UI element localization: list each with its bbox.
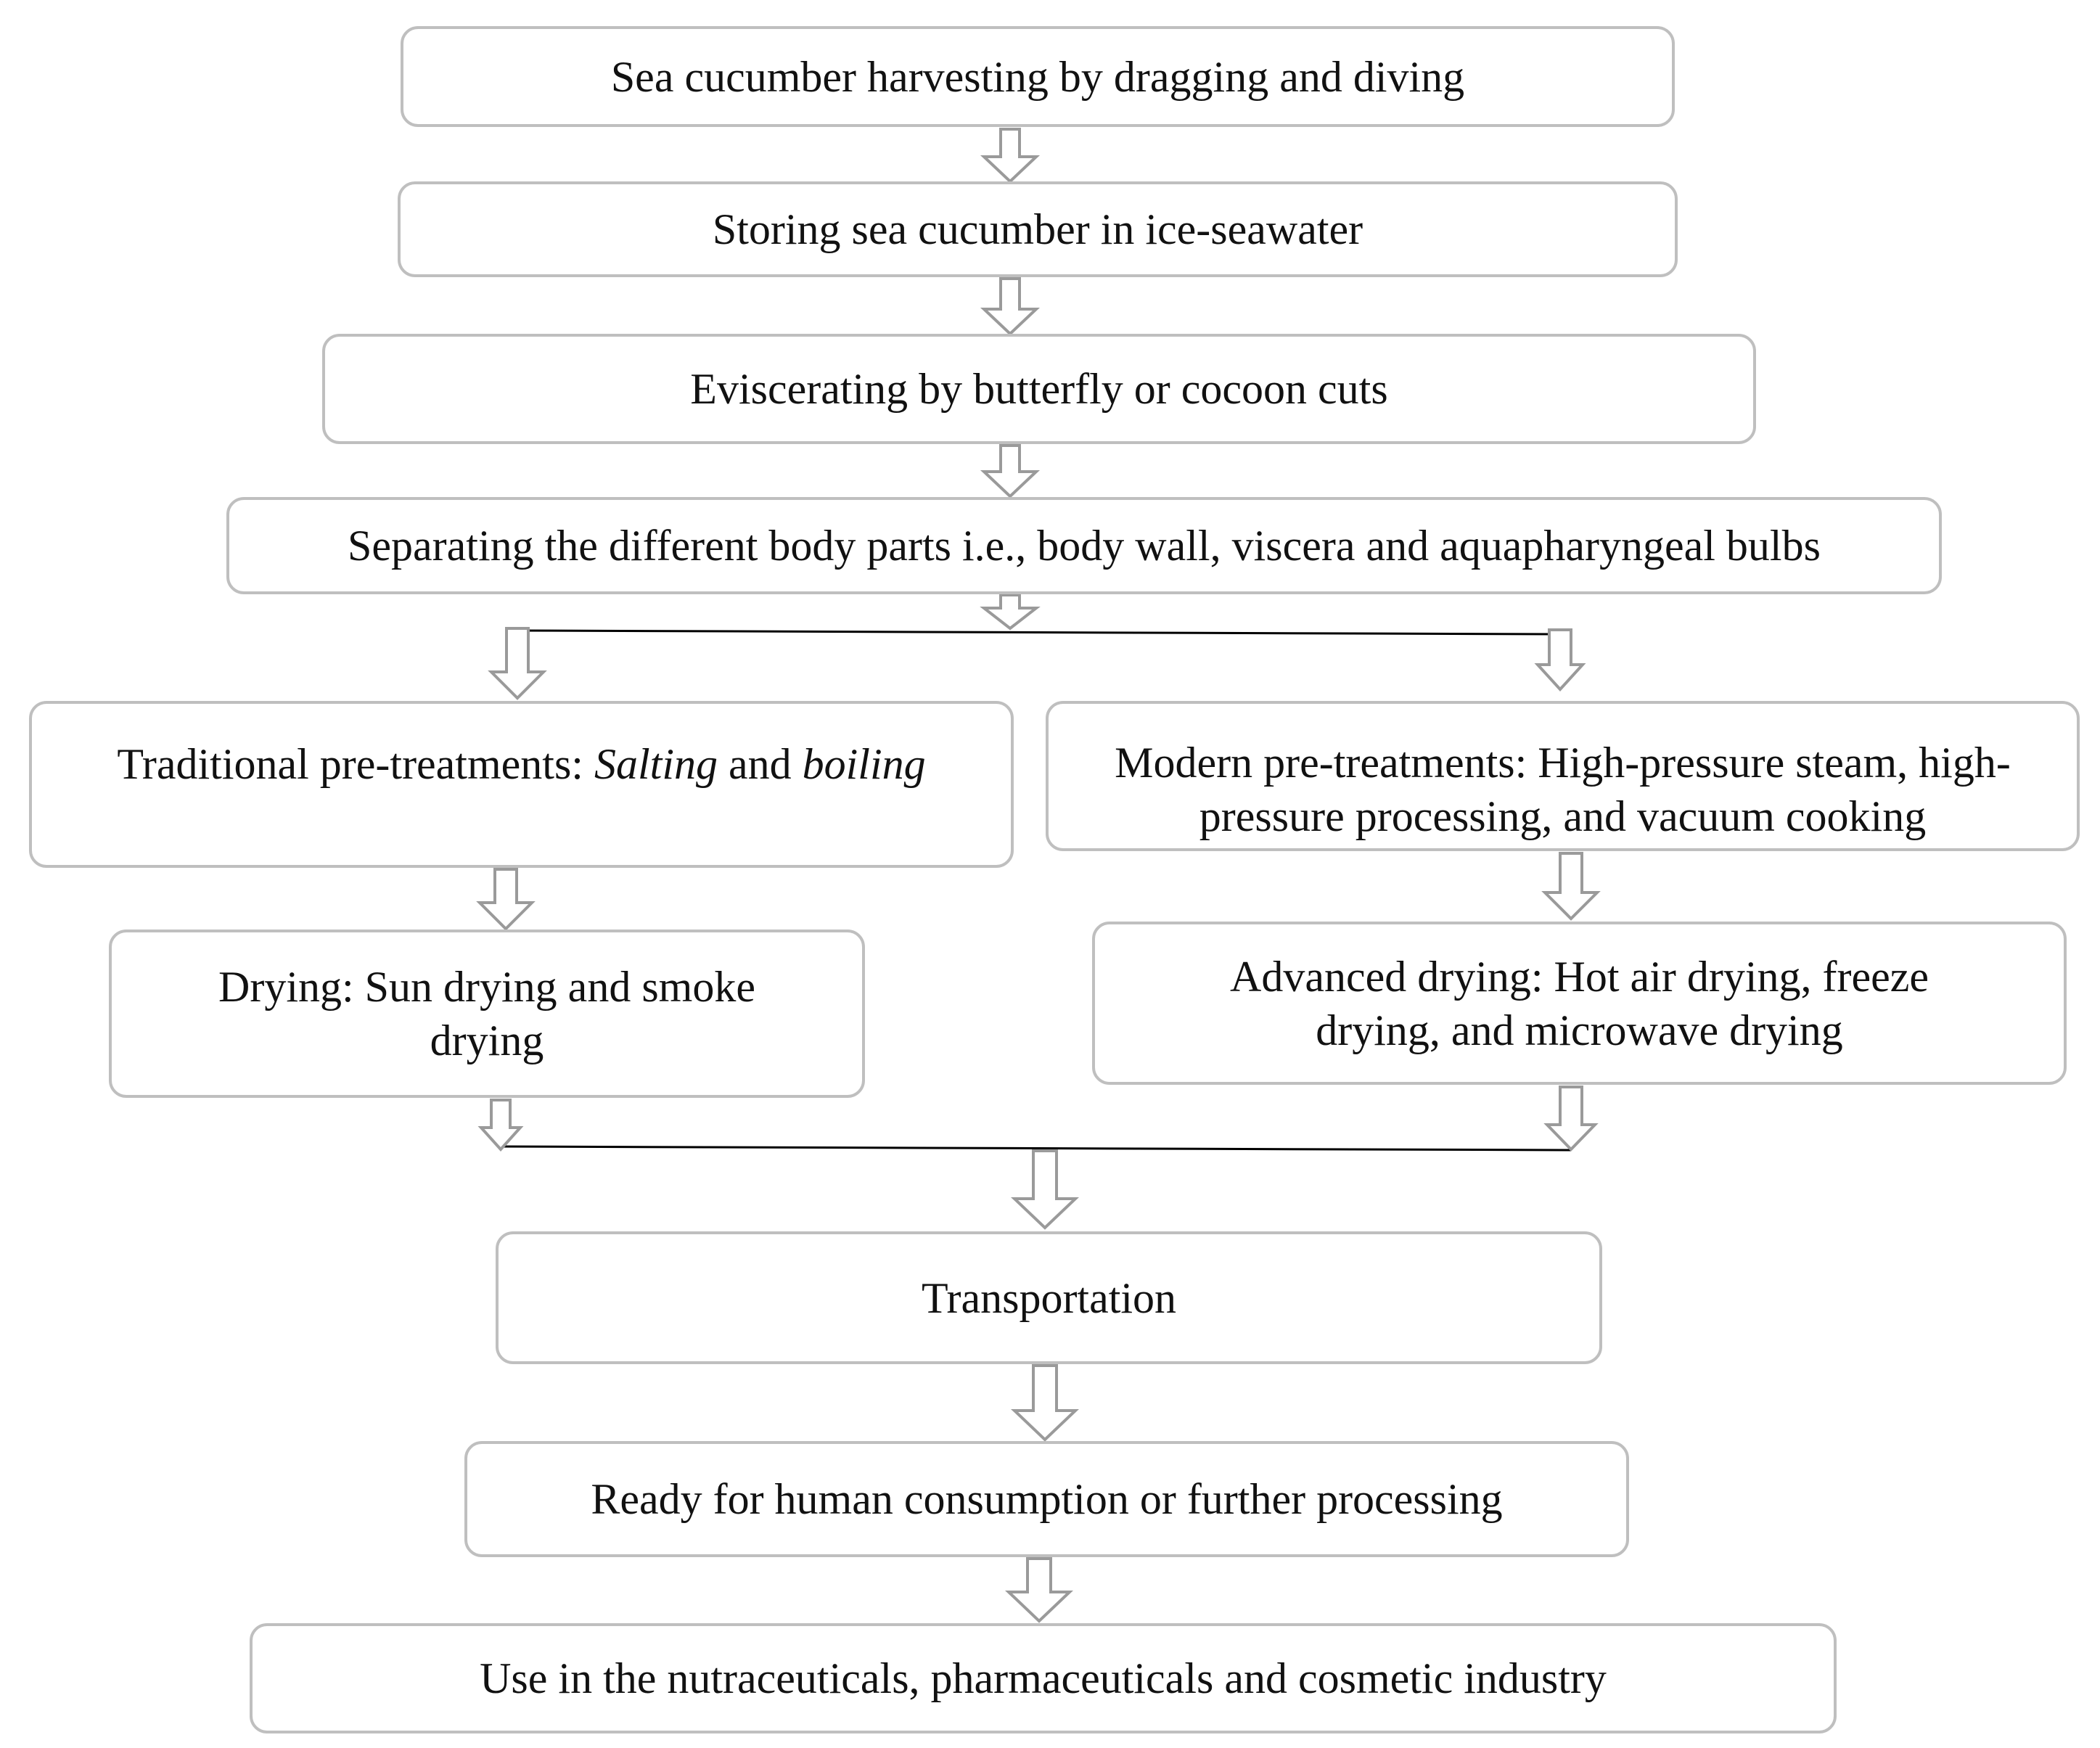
arrow-split-to-modern <box>1534 628 1586 692</box>
step-advanced-drying-label: Advanced drying: Hot air drying, freeze … <box>1230 952 1929 1054</box>
step-traditional-pretreatments: Traditional pre-treatments: Salting and … <box>29 701 1014 868</box>
step-ready-label: Ready for human consumption or further p… <box>591 1475 1503 1523</box>
traditional-boiling: boiling <box>802 740 926 788</box>
arrow-modern-to-advanced-drying <box>1541 852 1601 921</box>
arrow-merge-to-transportation <box>1011 1149 1079 1230</box>
arrow-advanced-drying-to-merge <box>1543 1086 1599 1152</box>
step-separating: Separating the different body parts i.e.… <box>226 497 1942 594</box>
step-modern-label: Modern pre-treatments: High-pressure ste… <box>1115 739 2011 840</box>
step-advanced-drying: Advanced drying: Hot air drying, freeze … <box>1092 922 2067 1085</box>
step-transportation-label: Transportation <box>921 1273 1177 1322</box>
step-modern-pretreatments: Modern pre-treatments: High-pressure ste… <box>1046 701 2080 851</box>
step-drying-label: Drying: Sun drying and smoke drying <box>218 963 755 1064</box>
step-traditional-label: Traditional pre-treatments: Salting and … <box>117 737 925 791</box>
arrow-harvesting-to-storing <box>980 128 1041 184</box>
step-use: Use in the nutraceuticals, pharmaceutica… <box>250 1623 1837 1733</box>
step-eviscerating-label: Eviscerating by butterfly or cocoon cuts <box>690 365 1388 413</box>
arrow-split-to-traditional <box>488 627 547 700</box>
arrow-storing-to-eviscerating <box>980 277 1041 336</box>
traditional-and: and <box>718 740 803 788</box>
step-transportation: Transportation <box>496 1231 1602 1364</box>
step-harvesting: Sea cucumber harvesting by dragging and … <box>401 26 1675 127</box>
step-drying: Drying: Sun drying and smoke drying <box>109 930 865 1098</box>
step-use-label: Use in the nutraceuticals, pharmaceutica… <box>480 1654 1607 1702</box>
arrow-ready-to-use <box>1005 1557 1073 1623</box>
step-ready: Ready for human consumption or further p… <box>464 1441 1629 1557</box>
arrow-eviscerating-to-separating <box>980 444 1041 498</box>
merge-connector-line <box>496 1145 1572 1152</box>
arrow-transportation-to-ready <box>1011 1364 1079 1442</box>
step-storing-label: Storing sea cucumber in ice-seawater <box>712 205 1363 253</box>
traditional-salting: Salting <box>594 740 718 788</box>
step-eviscerating: Eviscerating by butterfly or cocoon cuts <box>322 334 1756 444</box>
traditional-prefix: Traditional pre-treatments: <box>117 740 594 788</box>
step-storing: Storing sea cucumber in ice-seawater <box>398 181 1678 277</box>
arrow-traditional-to-drying <box>476 868 536 931</box>
step-separating-label: Separating the different body parts i.e.… <box>348 522 1821 570</box>
step-harvesting-label: Sea cucumber harvesting by dragging and … <box>610 52 1465 101</box>
arrow-drying-to-merge <box>477 1099 524 1152</box>
split-connector-line <box>517 629 1561 636</box>
arrow-separating-to-split <box>980 594 1041 631</box>
